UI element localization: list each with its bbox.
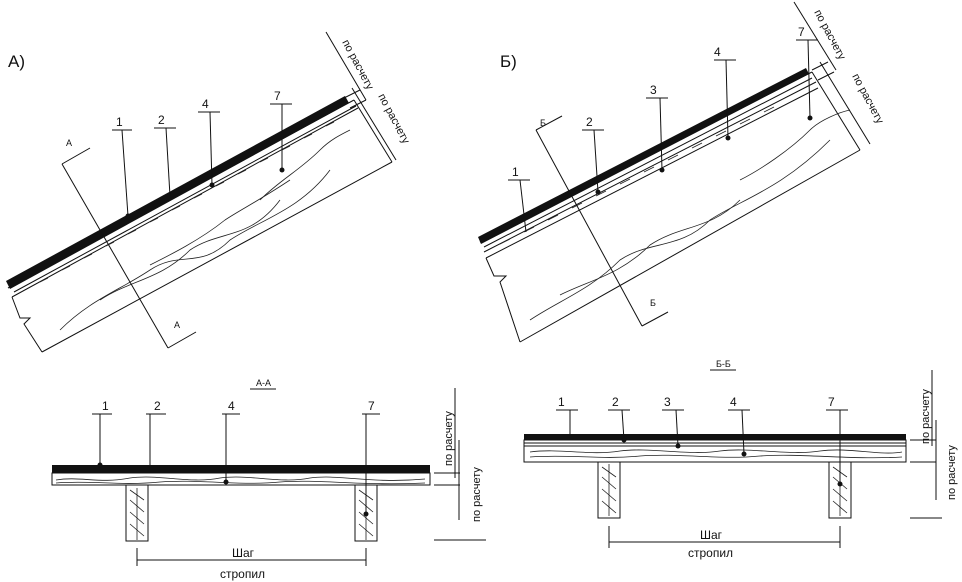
- section-a-leader-7: 7: [362, 399, 380, 517]
- panel-b-leader-2: 2: [582, 115, 604, 195]
- section-a-leader-1: 1: [92, 399, 112, 468]
- svg-text:2: 2: [586, 115, 593, 129]
- panel-b-leader-1: 1: [508, 165, 530, 233]
- svg-text:2: 2: [158, 113, 165, 127]
- panel-b-dim-bottom: по расчету: [849, 72, 886, 127]
- section-b-leader-3: 3: [662, 395, 684, 449]
- section-a-spacing-label-1: Шаг: [232, 546, 255, 560]
- section-a-spacing-label-2: стропил: [220, 567, 265, 581]
- panel-b-leader-4: 4: [714, 45, 736, 141]
- section-b-rafter-left: [597, 461, 621, 519]
- svg-text:7: 7: [274, 89, 281, 103]
- panel-a-leader-7: 7: [270, 89, 292, 173]
- section-b-leader-7: 7: [826, 395, 848, 487]
- panel-a-roofing-layer: [6, 96, 349, 289]
- panel-a-dim-bottom: по расчету: [375, 92, 412, 147]
- section-a-rafter-left: [125, 484, 149, 542]
- svg-text:7: 7: [828, 395, 835, 409]
- panel-b-leader-3: 3: [646, 83, 668, 173]
- panel-a: А) А А 1 2: [6, 31, 412, 353]
- section-a-dim-top: по расчету: [443, 411, 455, 466]
- section-a-leader-2: 2: [146, 399, 166, 465]
- panel-b-section-mark-top: Б: [540, 118, 546, 128]
- svg-text:3: 3: [664, 395, 671, 409]
- section-a: А-А 1 2 4 7: [51, 378, 486, 581]
- section-b-leader-1: 1: [556, 395, 578, 437]
- section-a-leader-4: 4: [222, 399, 240, 485]
- svg-text:1: 1: [102, 399, 109, 413]
- svg-text:4: 4: [228, 399, 235, 413]
- section-b-dim-top: по расчету: [920, 389, 932, 444]
- section-b-spacing-label-2: стропил: [688, 546, 733, 560]
- panel-a-leader-2: 2: [154, 113, 176, 197]
- panel-b-section-mark-bottom: Б: [650, 298, 656, 308]
- svg-text:2: 2: [612, 395, 619, 409]
- section-a-roofing-layer: [52, 465, 430, 473]
- section-b-spacing-label-1: Шаг: [700, 528, 723, 542]
- svg-text:1: 1: [116, 115, 123, 129]
- panel-a-section-mark-bottom: А: [174, 320, 180, 330]
- panel-a-section-mark-top: А: [66, 138, 72, 148]
- svg-text:4: 4: [730, 395, 737, 409]
- panel-b-roofing-layer: [478, 68, 809, 244]
- panel-b: Б) Б Б 1 2: [478, 1, 886, 343]
- section-b-dim-bottom: по расчету: [946, 445, 958, 500]
- svg-text:7: 7: [798, 25, 805, 39]
- section-a-title: А-А: [256, 378, 271, 388]
- svg-text:4: 4: [202, 97, 209, 111]
- svg-text:1: 1: [512, 165, 519, 179]
- panel-b-dim-top: по расчету: [811, 8, 848, 63]
- section-b-roofing-layer: [524, 434, 906, 440]
- section-b-leader-4: 4: [728, 395, 750, 457]
- section-b-leader-2: 2: [608, 395, 630, 443]
- panel-a-title: А): [8, 52, 25, 71]
- panel-a-leader-4: 4: [198, 97, 220, 188]
- panel-a-dim-top: по расчету: [339, 38, 376, 93]
- panel-a-leader-1: 1: [112, 115, 132, 219]
- svg-text:4: 4: [714, 45, 721, 59]
- svg-text:3: 3: [650, 83, 657, 97]
- panel-b-leader-7: 7: [796, 25, 818, 121]
- section-b-title: Б-Б: [716, 359, 731, 369]
- svg-text:2: 2: [154, 399, 161, 413]
- section-b: Б-Б 1 2 3: [523, 359, 958, 560]
- svg-text:7: 7: [368, 399, 375, 413]
- panel-b-title: Б): [500, 52, 517, 71]
- section-a-dim-bottom: по расчету: [471, 467, 483, 522]
- svg-text:1: 1: [558, 395, 565, 409]
